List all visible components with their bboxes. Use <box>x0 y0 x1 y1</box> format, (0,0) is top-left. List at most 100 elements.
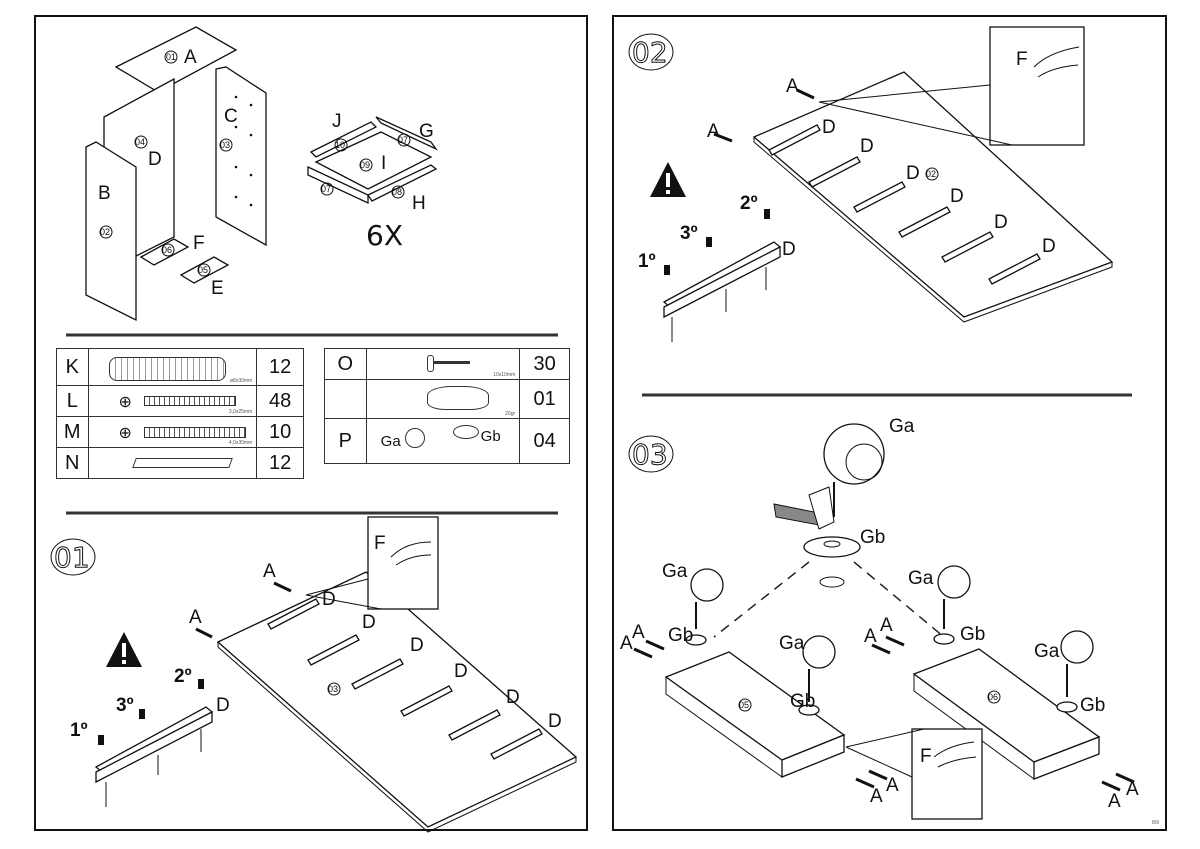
dowel-A-1: A <box>786 76 799 97</box>
runner-D-1: D <box>822 117 836 138</box>
runner-D-6: D <box>1042 236 1056 257</box>
order-2: 2º <box>174 666 192 687</box>
step-02-panel-num: 02 <box>926 169 936 179</box>
step-03-callout <box>911 728 983 820</box>
closeup-D: D <box>782 239 796 260</box>
step-03: 03 Ga Gb 05 Ga Gb <box>620 416 1139 820</box>
label-07a: 07 <box>398 135 408 145</box>
callout-F: F <box>1016 49 1028 70</box>
label-C: C <box>224 106 238 127</box>
label-04: 04 <box>135 137 145 147</box>
runner-closeup <box>94 706 214 773</box>
step-01-number: 01 <box>54 541 90 574</box>
hardware-row-M: M ⊕ 4,0x30mm 10 <box>56 416 304 448</box>
plinth-E <box>179 256 230 284</box>
label-F: F <box>193 233 205 254</box>
left-panel-drawing: 01 A 04 D 02 B 03 C 06 F <box>50 26 578 833</box>
label-Gb-1: Gb <box>668 625 693 646</box>
label-01: 01 <box>166 52 176 62</box>
label-Ga-top: Ga <box>889 416 915 437</box>
order-1: 1º <box>70 720 88 741</box>
label-06: 06 <box>162 245 172 255</box>
step-02-callout <box>989 26 1085 146</box>
runner-D-2: D <box>362 612 376 633</box>
label-A-4: A <box>886 775 899 796</box>
nail-icon <box>431 361 470 364</box>
label-Gb-2: Gb <box>790 691 815 712</box>
label-A-3: A <box>870 786 883 807</box>
step-01-panel-num: 03 <box>328 684 338 694</box>
label-A-7: A <box>1108 791 1121 812</box>
hardware-table-right: O 10x10mm 30 20gr 01 P Ga Gb 0 <box>324 348 570 464</box>
label-10: 10 <box>335 140 345 150</box>
side-panel-B <box>85 141 137 322</box>
hardware-row-P: P Ga Gb 04 <box>324 418 570 464</box>
label-G: G <box>419 121 434 142</box>
caster-plate-icon <box>452 425 479 439</box>
step-01-board <box>216 571 578 828</box>
caster-Ga-left <box>690 568 724 602</box>
hardware-row-L: L ⊕ 3,0x25mm 48 <box>56 385 304 417</box>
callout-F: F <box>374 533 386 554</box>
label-09: 09 <box>360 160 370 170</box>
screw-25-icon <box>143 396 236 406</box>
label-Ga-2: Ga <box>779 633 805 654</box>
runner-D-6: D <box>548 711 562 732</box>
label-03: 03 <box>220 140 230 150</box>
label-B: B <box>98 183 111 204</box>
label-08: 08 <box>392 187 402 197</box>
runner-D-5: D <box>994 212 1008 233</box>
label-A-5: A <box>864 626 877 647</box>
dowel-A-2: A <box>189 607 202 628</box>
drawer-front-H <box>307 165 369 205</box>
hardware-row-O: O 10x10mm 30 <box>324 348 570 380</box>
label-06: 06 <box>988 692 998 702</box>
drawer-side-G <box>375 116 438 151</box>
caster-Ga-mid <box>802 635 836 669</box>
label-Gb-4: Gb <box>1080 695 1105 716</box>
runner-D-4: D <box>950 186 964 207</box>
label-05: 05 <box>198 265 208 275</box>
exploded-drawer: 10 J 07 G 09 I 07 08 H 6X <box>307 111 438 252</box>
label-Ga-3: Ga <box>908 568 934 589</box>
step-01: 01 03 D D D D D D A <box>50 516 578 833</box>
caster-Ga-far <box>1060 630 1094 664</box>
label-J: J <box>332 111 342 132</box>
hardware-row-K: K ø8x30mm 12 <box>56 348 304 386</box>
label-E: E <box>211 278 224 299</box>
label-H: H <box>412 193 426 214</box>
label-I: I <box>381 153 386 174</box>
hardware-row-N: N 12 <box>56 447 304 479</box>
runner-D-3: D <box>410 635 424 656</box>
step-03-number: 03 <box>632 438 668 471</box>
step-02-number: 02 <box>632 36 668 69</box>
phillips-icon: ⊕ <box>118 394 132 411</box>
label-A-1: A <box>620 633 633 654</box>
runner-D-2: D <box>860 136 874 157</box>
label-A-6: A <box>880 615 893 636</box>
label-A-8: A <box>1126 779 1139 800</box>
phillips-icon: ⊕ <box>118 425 132 442</box>
label-Ga-4: Ga <box>1034 641 1060 662</box>
glue-packet-icon <box>426 386 489 410</box>
order-3: 3º <box>116 695 134 716</box>
runner-D-4: D <box>454 661 468 682</box>
left-instruction-panel: 01 A 04 D 02 B 03 C 06 F <box>34 15 588 833</box>
drawer-count: 6X <box>366 219 403 252</box>
label-Ga-1: Ga <box>662 561 688 582</box>
label-A: A <box>184 47 197 68</box>
order-3: 3º <box>680 223 698 244</box>
label-07b: 07 <box>321 184 331 194</box>
exploded-cabinet: 01 A 04 D 02 B 03 C 06 F <box>85 26 267 322</box>
plinth-F <box>139 238 190 266</box>
dowel-A-2: A <box>707 121 720 142</box>
dowel-A-1: A <box>263 561 276 582</box>
closeup-D: D <box>216 695 230 716</box>
right-panel-drawing: 02 02 D D D D D D A A <box>620 26 1139 820</box>
runner-clip-icon <box>131 458 233 468</box>
hardware-table-left: K ø8x30mm 12 L ⊕ 3,0x25mm 48 M ⊕ 4,0x30m… <box>56 348 304 479</box>
dowel-icon <box>108 357 226 381</box>
order-2: 2º <box>740 193 758 214</box>
caster-wheel-icon <box>404 428 425 448</box>
label-05: 05 <box>739 700 749 710</box>
